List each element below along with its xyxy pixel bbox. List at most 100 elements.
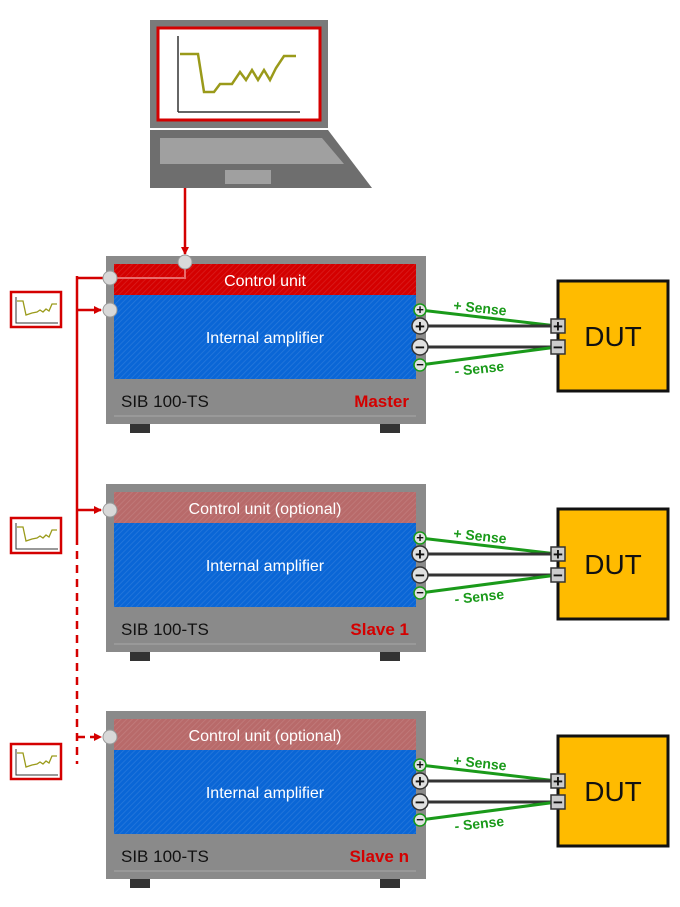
signal-chart-icon: [9, 742, 63, 781]
model-label: SIB 100-TS: [121, 620, 209, 639]
hatch: [114, 492, 416, 523]
dut-label: DUT: [584, 776, 642, 807]
chart-trace: [17, 752, 57, 768]
terminal-sign: +: [416, 530, 424, 545]
laptop-chart-icon: [177, 36, 300, 113]
terminal-sign: −: [553, 566, 563, 585]
foot: [130, 424, 150, 433]
sync-out-connector: [102, 270, 118, 286]
role-label: Slave n: [349, 847, 409, 866]
chart-axes: [15, 523, 58, 550]
dut-minus-terminal-icon: [550, 794, 566, 810]
chart-trace: [17, 526, 57, 542]
sync-in-connector: [102, 729, 118, 745]
sense-minus-wire: [419, 800, 558, 822]
dut-plus-terminal-icon: [550, 546, 566, 562]
foot: [130, 879, 150, 888]
terminal-sign: −: [416, 812, 424, 827]
minus-terminal-icon: [413, 586, 427, 600]
plus-terminal-icon: [413, 303, 427, 317]
foot: [380, 879, 400, 888]
hatch: [114, 523, 416, 607]
sync-in-connector: [102, 302, 118, 318]
foot: [380, 424, 400, 433]
sense-minus-label: - Sense: [454, 586, 505, 607]
hatch: [114, 264, 416, 295]
minus-terminal-icon: [413, 813, 427, 827]
foot: [380, 652, 400, 661]
sense-plus-wire: [419, 536, 558, 556]
chart-axes: [15, 297, 58, 324]
terminal-sign: −: [553, 793, 563, 812]
dut-label: DUT: [584, 321, 642, 352]
chart-frame: [9, 290, 63, 329]
dut-minus-terminal-icon: [550, 567, 566, 583]
dut-box: [556, 507, 670, 621]
signal-chart-icon: [9, 516, 63, 555]
laptop-icon: [150, 20, 372, 188]
plus-terminal-icon: [413, 531, 427, 545]
model-label: SIB 100-TS: [121, 392, 209, 411]
minus-terminal-icon: [411, 338, 429, 356]
dut-label: DUT: [584, 549, 642, 580]
sense-plus-wire: [419, 763, 558, 783]
sense-plus-label: + Sense: [453, 752, 508, 774]
terminal-sign: −: [415, 566, 425, 585]
amplifier-label: Internal amplifier: [206, 558, 325, 575]
sense-minus-wire: [419, 345, 558, 367]
sense-minus-label: - Sense: [454, 813, 505, 834]
terminal-sign: +: [553, 772, 563, 791]
terminal-sign: −: [415, 338, 425, 357]
dut-box: [556, 734, 670, 848]
plus-terminal-icon: [413, 758, 427, 772]
sense-minus-wire: [419, 573, 558, 595]
plus-terminal-icon: [411, 317, 429, 335]
sync-in-connector: [102, 502, 118, 518]
terminal-sign: −: [553, 338, 563, 357]
role-label: Master: [354, 392, 409, 411]
chart-frame: [9, 742, 63, 781]
amplifier-label: Internal amplifier: [206, 330, 325, 347]
control-unit-label: Control unit (optional): [189, 728, 342, 745]
terminal-sign: −: [415, 793, 425, 812]
chart-axes: [15, 749, 58, 776]
control-unit-label: Control unit: [224, 273, 306, 290]
dut-minus-terminal-icon: [550, 339, 566, 355]
terminal-sign: +: [415, 772, 425, 791]
pc-connector: [177, 254, 193, 270]
foot: [130, 652, 150, 661]
minus-terminal-icon: [413, 358, 427, 372]
sib-unit-slave-n: Control unit (optional) Internal amplifie…: [9, 711, 670, 888]
plus-terminal-icon: [411, 772, 429, 790]
sense-plus-wire: [419, 308, 558, 328]
minus-terminal-icon: [411, 793, 429, 811]
terminal-sign: +: [415, 545, 425, 564]
sense-plus-label: + Sense: [453, 297, 508, 319]
terminal-sign: −: [416, 585, 424, 600]
dut-plus-terminal-icon: [550, 773, 566, 789]
chart-frame: [9, 516, 63, 555]
hatch: [114, 719, 416, 750]
sense-plus-label: + Sense: [453, 525, 508, 547]
role-label: Slave 1: [350, 620, 409, 639]
minus-terminal-icon: [411, 566, 429, 584]
dut-box: [556, 279, 670, 393]
hatch: [114, 750, 416, 834]
plus-terminal-icon: [411, 545, 429, 563]
terminal-sign: −: [416, 357, 424, 372]
control-unit-label: Control unit (optional): [189, 501, 342, 518]
sense-minus-label: - Sense: [454, 358, 505, 379]
chart-trace: [17, 300, 57, 316]
model-label: SIB 100-TS: [121, 847, 209, 866]
terminal-sign: +: [553, 545, 563, 564]
terminal-sign: +: [415, 317, 425, 336]
terminal-sign: +: [416, 757, 424, 772]
sib-unit-slave-1: Control unit (optional) Internal amplifie…: [9, 484, 670, 661]
terminal-sign: +: [416, 302, 424, 317]
signal-chart-icon: [9, 290, 63, 329]
hatch: [114, 295, 416, 379]
terminal-sign: +: [553, 317, 563, 336]
amplifier-label: Internal amplifier: [206, 785, 325, 802]
